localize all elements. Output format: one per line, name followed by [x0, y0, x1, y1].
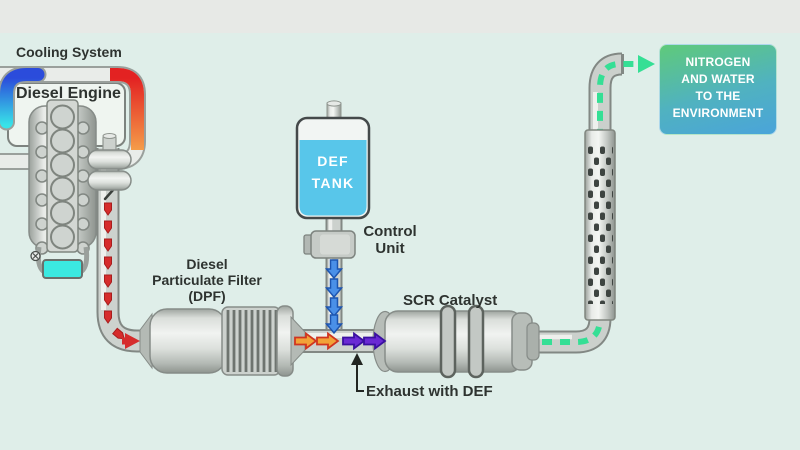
- diesel-engine-label: Diesel Engine: [16, 85, 121, 102]
- cooling-system-label: Cooling System: [16, 44, 122, 60]
- engine-cylinders: [50, 104, 75, 250]
- drain-valve-icon: [30, 250, 41, 262]
- pipe-weld-mark: [103, 188, 115, 201]
- dpf-body: [149, 308, 227, 374]
- dpf-label: Diesel Particulate Filter (DPF): [152, 256, 262, 305]
- control-unit-label: Control Unit: [363, 223, 417, 258]
- exhaust-manifold: [87, 133, 132, 191]
- diesel-engine-block: [28, 99, 97, 279]
- coolant-hot-pipe: [110, 68, 144, 150]
- engine-exhaust-flow: [104, 202, 140, 349]
- scr-catalyst-body: [372, 304, 540, 379]
- top-background-band: [0, 0, 800, 33]
- scr-catalyst-label: SCR Catalyst: [403, 292, 498, 309]
- exhaust-with-def-pointer: [351, 353, 364, 392]
- engine-coolant-tray: [42, 259, 83, 279]
- dpf-assembly: [139, 305, 306, 377]
- def-tank: [295, 116, 371, 220]
- exhaust-with-def-label: Exhaust with DEF: [366, 383, 493, 400]
- muffler-perforated: [584, 129, 616, 321]
- def-liquid: [299, 140, 367, 216]
- environment-box: NITROGEN AND WATER TO THE ENVIRONMENT: [659, 44, 777, 135]
- def-tank-label: DEF TANK: [311, 153, 355, 191]
- control-unit-block: [303, 230, 356, 259]
- environment-box-text: NITROGEN AND WATER TO THE ENVIRONMENT: [672, 55, 764, 120]
